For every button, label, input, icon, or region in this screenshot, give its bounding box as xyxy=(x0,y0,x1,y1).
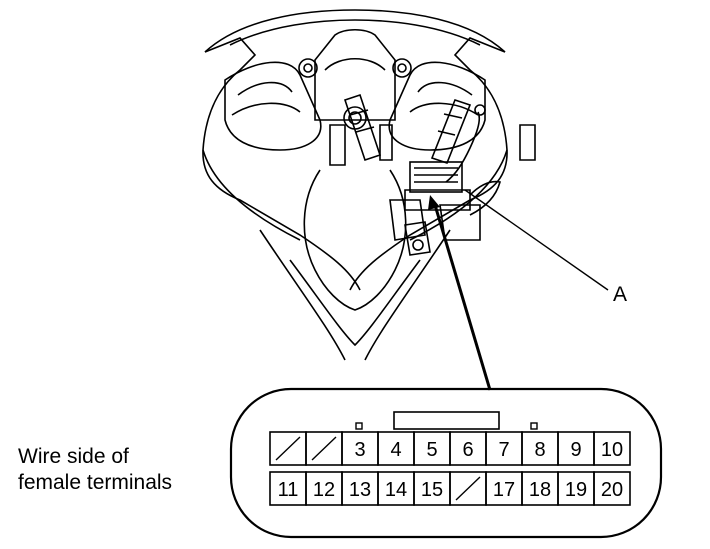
connector-caption: Wire side of female terminals xyxy=(18,444,172,496)
connector-detail: 3 4 5 6 7 8 9 10 11 12 13 14 15 17 18 19 20 xyxy=(229,387,663,539)
terminal-label-18: 18 xyxy=(529,479,551,501)
connector-key-left xyxy=(355,422,363,430)
terminal-cell-20 xyxy=(593,471,631,506)
terminal-grid: 3 4 5 6 7 8 9 10 11 12 13 14 15 17 18 19 20 xyxy=(269,431,631,506)
terminal-label-14: 14 xyxy=(385,479,407,501)
terminal-label-10: 10 xyxy=(601,439,623,461)
connector-key-right xyxy=(530,422,538,430)
terminal-label-4: 4 xyxy=(390,439,401,461)
caption-line-1: Wire side of xyxy=(18,445,129,468)
blank-terminal-slash-2 xyxy=(311,436,337,461)
terminal-label-7: 7 xyxy=(498,439,509,461)
blank-terminal-slash-1 xyxy=(275,436,301,461)
terminal-label-17: 17 xyxy=(493,479,515,501)
terminal-label-20: 20 xyxy=(601,479,623,501)
caption-line-2: female terminals xyxy=(18,471,173,494)
callout-line-a xyxy=(464,189,609,291)
terminal-label-15: 15 xyxy=(421,479,443,501)
terminal-label-6: 6 xyxy=(462,439,473,461)
steering-wheel-drawing xyxy=(202,9,536,361)
callout-label-a: A xyxy=(613,283,628,306)
terminal-label-13: 13 xyxy=(349,479,371,501)
terminal-label-8: 8 xyxy=(534,439,545,461)
terminal-label-9: 9 xyxy=(570,439,581,461)
connector-lock-tab xyxy=(393,411,500,430)
terminal-label-5: 5 xyxy=(426,439,437,461)
connector-outline xyxy=(229,387,663,539)
detail-arrow xyxy=(428,195,492,391)
terminal-cell-10 xyxy=(593,431,631,466)
terminal-label-3: 3 xyxy=(354,439,365,461)
terminal-label-12: 12 xyxy=(313,479,335,501)
blank-terminal-slash-16 xyxy=(455,476,481,501)
terminal-label-11: 11 xyxy=(278,479,299,501)
terminal-label-19: 19 xyxy=(565,479,587,501)
